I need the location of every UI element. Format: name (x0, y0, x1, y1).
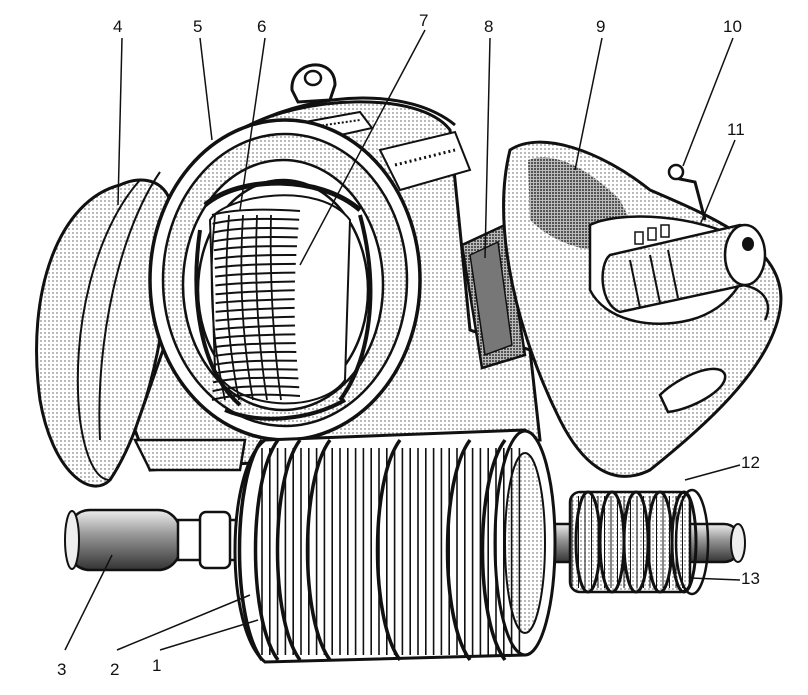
stator-slot (215, 298, 295, 305)
rotor-bars (261, 448, 521, 655)
slip-rings (568, 488, 710, 596)
label-2: 2 (110, 660, 120, 679)
stator-slot (214, 350, 297, 357)
label-8: 8 (484, 17, 494, 36)
nameplate (303, 110, 472, 192)
stator-slot (215, 289, 295, 296)
rotor-ring (480, 438, 507, 662)
slip-ring (670, 490, 698, 594)
brush-holder (601, 223, 767, 314)
stator-winding-ends (194, 180, 373, 421)
label-6: 6 (257, 17, 267, 36)
label-7: 7 (419, 11, 429, 30)
label-10: 10 (723, 17, 742, 36)
slip-ring-end (674, 488, 710, 596)
label-9: 9 (596, 17, 606, 36)
rotor-ring (305, 438, 332, 662)
stator-slot (212, 226, 299, 234)
leader-lines (64, 29, 741, 651)
stator-slot-divider (255, 214, 268, 401)
rotor-ring (237, 438, 264, 662)
stator-slot (212, 217, 300, 225)
stator-slot (212, 385, 300, 393)
stator-slot (215, 280, 295, 287)
rotor-ring (445, 438, 472, 662)
stator-slot (213, 245, 297, 252)
stator-slot-divider (269, 214, 282, 401)
stator-slot (213, 236, 298, 243)
rotor-ring (253, 438, 280, 662)
stator-slot-divider (225, 214, 240, 401)
stator-slot (215, 306, 295, 313)
stator-slot (214, 333, 296, 340)
stator-slot (211, 208, 301, 216)
label-13: 13 (741, 569, 760, 588)
stator-slot (214, 342, 296, 349)
rear-end-shield (502, 140, 783, 478)
stator-slot (214, 254, 297, 261)
label-11: 11 (727, 120, 745, 139)
stator-slots (210, 208, 301, 401)
label-4: 4 (113, 17, 123, 36)
rotor-ring (375, 438, 402, 662)
stator-slot (211, 393, 301, 401)
label-3: 3 (57, 660, 67, 679)
rotor-ring (275, 438, 302, 662)
stator-slot-divider (240, 214, 254, 401)
brush-lifting-lever (667, 163, 707, 221)
stator-slot (215, 315, 295, 322)
stator-slot (214, 262, 296, 269)
label-12: 12 (741, 453, 760, 472)
label-5: 5 (193, 17, 203, 36)
stator-slot (214, 271, 296, 278)
label-1: 1 (152, 656, 162, 675)
rotor-rings (237, 438, 507, 662)
stator-slot (215, 324, 295, 331)
